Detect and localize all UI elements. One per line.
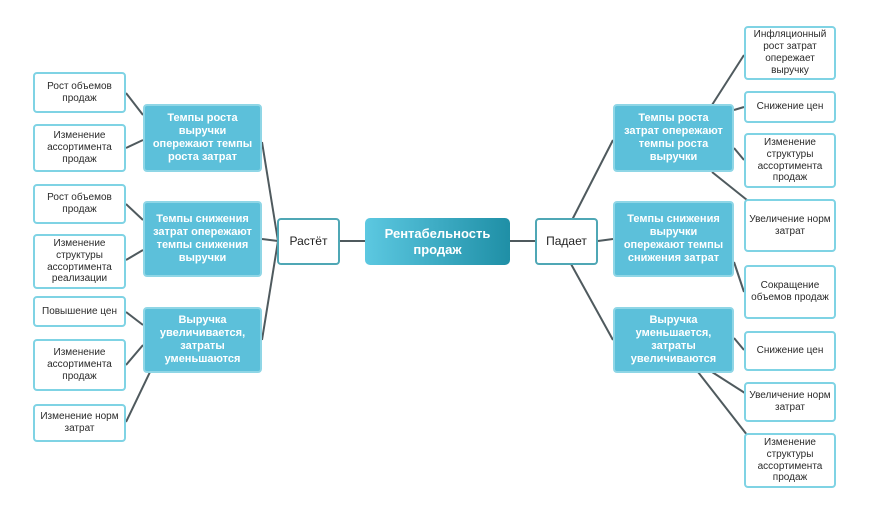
left-group-3-item-2: Изменение ассортимента продаж bbox=[33, 339, 126, 391]
right-group-3: Выручка уменьшается, затраты увеличивают… bbox=[613, 307, 734, 373]
right-group-2-item-1: Увеличение норм затрат bbox=[744, 199, 836, 252]
right-group-3-item-1: Снижение цен bbox=[744, 331, 836, 371]
right-group-1-item-1: Инфляционный рост затрат опережает выруч… bbox=[744, 26, 836, 80]
right-group-2: Темпы снижения выручки опережают темпы с… bbox=[613, 201, 734, 277]
right-group-1-item-2: Снижение цен bbox=[744, 91, 836, 123]
left-group-1: Темпы роста выручки опережают темпы рост… bbox=[143, 104, 262, 172]
left-group-2-item-1: Рост объемов продаж bbox=[33, 184, 126, 224]
left-group-3-item-3: Изменение норм затрат bbox=[33, 404, 126, 442]
right-group-1-item-3: Изменение структуры ассортимента продаж bbox=[744, 133, 836, 188]
right-group-3-item-2: Увеличение норм затрат bbox=[744, 382, 836, 422]
right-group-3-item-3: Изменение структуры ассортимента продаж bbox=[744, 433, 836, 488]
left-group-2-item-2: Изменение структуры ассортимента реализа… bbox=[33, 234, 126, 289]
root-node: Рентабельность продаж bbox=[365, 218, 510, 265]
left-group-3-item-1: Повышение цен bbox=[33, 296, 126, 327]
right-group-2-item-2: Сокращение объемов продаж bbox=[744, 265, 836, 319]
right-group-1: Темпы роста затрат опережают темпы роста… bbox=[613, 104, 734, 172]
left-group-2: Темпы снижения затрат опережают темпы сн… bbox=[143, 201, 262, 277]
direction-falls: Падает bbox=[535, 218, 598, 265]
left-group-1-item-1: Рост объемов продаж bbox=[33, 72, 126, 113]
left-group-1-item-2: Изменение ассортимента продаж bbox=[33, 124, 126, 172]
left-group-3: Выручка увеличивается, затраты уменьшают… bbox=[143, 307, 262, 373]
direction-grows: Растёт bbox=[277, 218, 340, 265]
